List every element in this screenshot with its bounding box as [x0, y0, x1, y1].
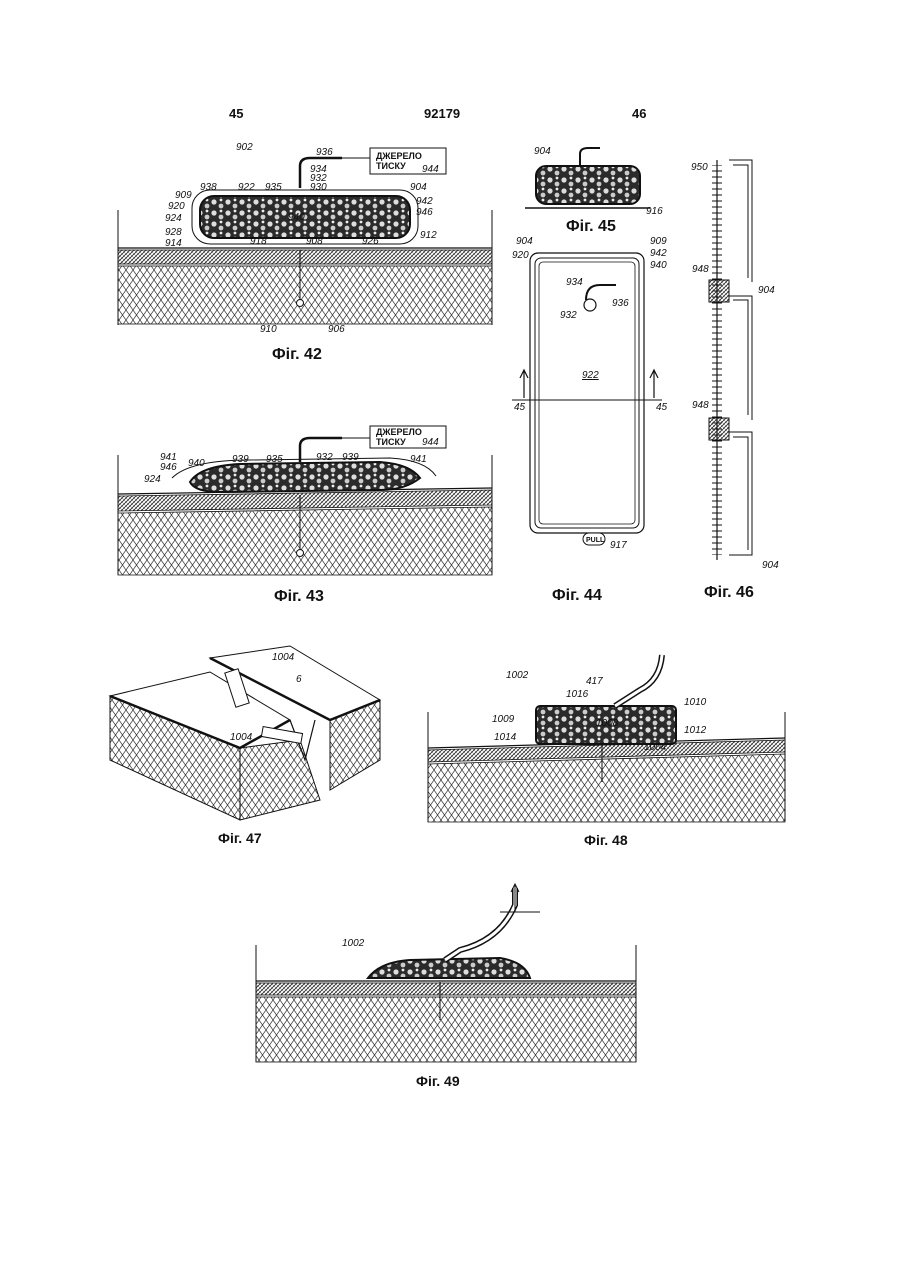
- figure-49: [256, 884, 636, 1062]
- ref-label: 917: [610, 540, 627, 551]
- ref-label: 932: [560, 310, 577, 321]
- ref-label: 924: [144, 474, 161, 485]
- ref-label: 935: [265, 182, 282, 193]
- caption-fig-43: Фіг. 43: [274, 588, 324, 606]
- ref-label: 45: [656, 402, 668, 413]
- ref-label: 935: [266, 454, 283, 465]
- ref-label: 946: [160, 462, 177, 473]
- ref-label: 942: [416, 196, 433, 207]
- ref-label: 910: [260, 324, 277, 335]
- ref-label: 930: [310, 182, 327, 193]
- ref-label: 939: [342, 452, 359, 463]
- ref-label: 902: [236, 142, 253, 153]
- ref-label: 932: [316, 452, 333, 463]
- caption-fig-49: Фіг. 49: [416, 1073, 460, 1089]
- ref-label: 938: [200, 182, 217, 193]
- ref-label: 920: [512, 250, 529, 261]
- ref-label: 950: [691, 162, 708, 173]
- ref-label: 924: [165, 213, 182, 224]
- ref-label: 916: [646, 206, 663, 217]
- ref-label: 904: [758, 285, 775, 296]
- svg-text:PULL: PULL: [586, 537, 605, 544]
- caption-fig-48: Фіг. 48: [584, 832, 628, 848]
- ref-label: 928: [165, 227, 182, 238]
- ref-label: 1002: [342, 938, 365, 949]
- ref-label: 908: [306, 236, 323, 247]
- svg-text:ДЖЕРЕЛО: ДЖЕРЕЛО: [376, 427, 422, 437]
- ref-label: 45: [514, 402, 526, 413]
- caption-fig-45: Фіг. 45: [566, 218, 616, 236]
- ref-label: 939: [232, 454, 249, 465]
- ref-label: 906: [328, 324, 345, 335]
- ref-label: 946: [416, 207, 433, 218]
- figure-45: [525, 148, 650, 208]
- ref-label: 926: [362, 236, 379, 247]
- ref-label: 941: [410, 454, 427, 465]
- ref-label: 918: [250, 236, 267, 247]
- ref-label: 1002: [506, 670, 529, 681]
- ref-label: 922: [238, 182, 255, 193]
- ref-label: 940: [288, 212, 305, 223]
- ref-label: 904: [534, 146, 551, 157]
- ref-label: 1016: [566, 689, 589, 700]
- ref-label: 914: [165, 238, 182, 249]
- ref-label: 1009: [492, 714, 515, 725]
- ref-label: 936: [316, 147, 333, 158]
- ref-label: 1004: [644, 742, 667, 753]
- ref-label: 942: [650, 248, 667, 259]
- ref-label: 936: [612, 298, 629, 309]
- ref-label: 944: [422, 437, 439, 448]
- ref-label: 909: [175, 190, 192, 201]
- ref-label: 1004: [230, 732, 253, 743]
- ref-label: 944: [422, 164, 439, 175]
- figure-43: ДЖЕРЕЛО ТИСКУ: [118, 426, 492, 575]
- ref-label: 940: [650, 260, 667, 271]
- ref-label: 940: [188, 458, 205, 469]
- ref-label: 417: [586, 676, 603, 687]
- caption-fig-46: Фіг. 46: [704, 584, 754, 602]
- ref-label: 1008: [596, 718, 619, 729]
- ref-label: 1004: [272, 652, 295, 663]
- ref-label: 948: [692, 264, 709, 275]
- caption-fig-44: Фіг. 44: [552, 587, 602, 605]
- svg-text:ТИСКУ: ТИСКУ: [376, 161, 406, 171]
- caption-fig-47: Фіг. 47: [218, 830, 262, 846]
- ref-label: 6: [296, 674, 302, 685]
- caption-fig-42: Фіг. 42: [272, 346, 322, 364]
- ref-label: 904: [516, 236, 533, 247]
- ref-label: 904: [410, 182, 427, 193]
- ref-label: 948: [692, 400, 709, 411]
- ref-label: 934: [566, 277, 583, 288]
- ref-label: 912: [420, 230, 437, 241]
- ref-label: 1012: [684, 725, 707, 736]
- ref-label: 1010: [684, 697, 707, 708]
- figure-48: [428, 655, 785, 822]
- svg-text:ТИСКУ: ТИСКУ: [376, 437, 406, 447]
- ref-label: 920: [168, 201, 185, 212]
- ref-label: 1014: [494, 732, 517, 743]
- ref-label: 909: [650, 236, 667, 247]
- ref-label: 922: [582, 370, 599, 381]
- ref-label: 904: [762, 560, 779, 571]
- svg-text:ДЖЕРЕЛО: ДЖЕРЕЛО: [376, 151, 422, 161]
- figure-44: PULL: [512, 253, 662, 545]
- figure-46: [709, 160, 752, 560]
